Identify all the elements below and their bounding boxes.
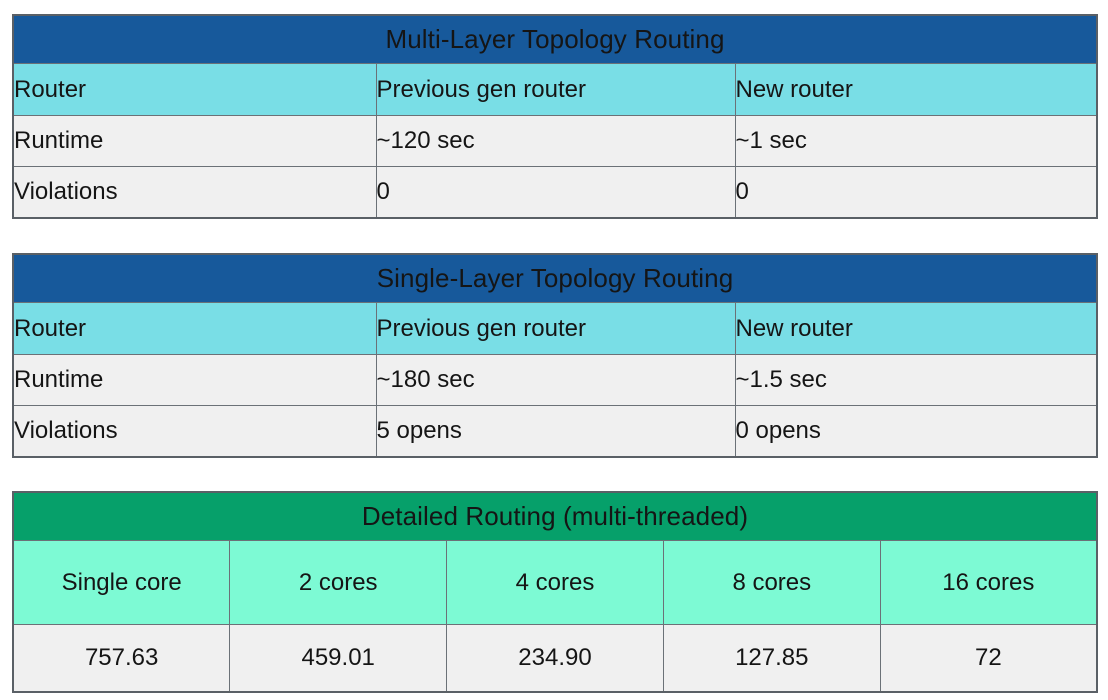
column-header-single-core: Single core — [12, 540, 231, 625]
cell-violations-new-router: 0 — [734, 166, 1098, 219]
table-title: Single-Layer Topology Routing — [12, 253, 1098, 303]
cell-runtime-new-router: ~1.5 sec — [734, 354, 1098, 406]
column-header-8-cores: 8 cores — [662, 540, 881, 625]
row-label-runtime: Runtime — [12, 354, 377, 406]
cell-value-16-cores: 72 — [879, 624, 1098, 693]
table-title-row: Multi-Layer Topology Routing — [12, 14, 1098, 64]
table-header-row: Router Previous gen router New router — [12, 302, 1098, 355]
cell-value-2-cores: 459.01 — [229, 624, 448, 693]
table-row: Violations 5 opens 0 opens — [12, 405, 1098, 458]
cell-violations-previous-gen-router: 0 — [375, 166, 736, 219]
column-header-previous-gen-router: Previous gen router — [375, 63, 736, 116]
column-header-4-cores: 4 cores — [446, 540, 664, 625]
row-label-violations: Violations — [12, 166, 377, 219]
column-header-2-cores: 2 cores — [229, 540, 448, 625]
table-single-layer-topology-routing: Single-Layer Topology Routing Router Pre… — [12, 253, 1098, 458]
cell-runtime-new-router: ~1 sec — [734, 115, 1098, 167]
table-row: 757.63 459.01 234.90 127.85 72 — [12, 624, 1098, 693]
table-detailed-routing-multi-threaded: Detailed Routing (multi-threaded) Single… — [12, 491, 1098, 693]
column-header-previous-gen-router: Previous gen router — [375, 302, 736, 355]
cell-runtime-previous-gen-router: ~180 sec — [375, 354, 736, 406]
table-row: Violations 0 0 — [12, 166, 1098, 219]
cell-runtime-previous-gen-router: ~120 sec — [375, 115, 736, 167]
column-header-16-cores: 16 cores — [879, 540, 1098, 625]
column-header-new-router: New router — [734, 302, 1098, 355]
table-row: Runtime ~120 sec ~1 sec — [12, 115, 1098, 167]
table-header-row: Single core 2 cores 4 cores 8 cores 16 c… — [12, 540, 1098, 625]
cell-value-single-core: 757.63 — [12, 624, 231, 693]
cell-violations-previous-gen-router: 5 opens — [375, 405, 736, 458]
table-row: Runtime ~180 sec ~1.5 sec — [12, 354, 1098, 406]
column-header-new-router: New router — [734, 63, 1098, 116]
table-title: Multi-Layer Topology Routing — [12, 14, 1098, 64]
cell-value-8-cores: 127.85 — [662, 624, 881, 693]
column-header-router: Router — [12, 63, 377, 116]
table-title-row: Detailed Routing (multi-threaded) — [12, 491, 1098, 541]
table-title: Detailed Routing (multi-threaded) — [12, 491, 1098, 541]
cell-value-4-cores: 234.90 — [446, 624, 664, 693]
table-multi-layer-topology-routing: Multi-Layer Topology Routing Router Prev… — [12, 14, 1098, 219]
row-label-runtime: Runtime — [12, 115, 377, 167]
table-title-row: Single-Layer Topology Routing — [12, 253, 1098, 303]
table-header-row: Router Previous gen router New router — [12, 63, 1098, 116]
row-label-violations: Violations — [12, 405, 377, 458]
column-header-router: Router — [12, 302, 377, 355]
cell-violations-new-router: 0 opens — [734, 405, 1098, 458]
